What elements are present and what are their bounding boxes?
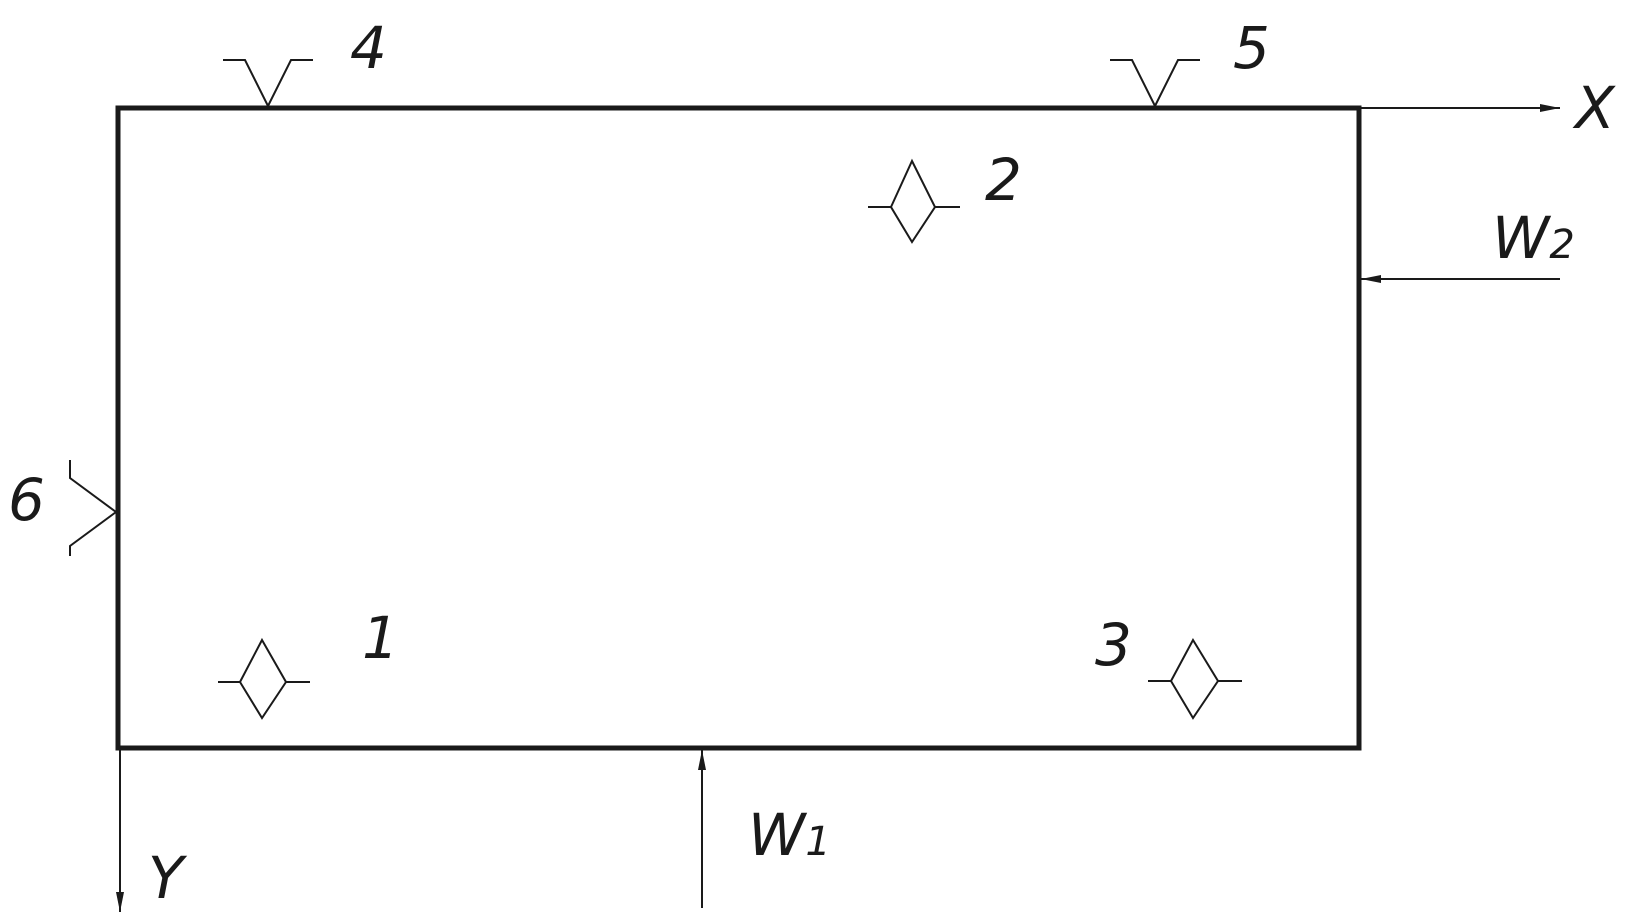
- support-3-symbol: [1148, 637, 1242, 720]
- support-1-symbol: [218, 637, 310, 720]
- support-1-label: 1: [362, 604, 399, 672]
- y-axis-label: Y: [148, 844, 188, 912]
- support-5-label: 5: [1233, 14, 1270, 82]
- support-2-symbol: [868, 158, 960, 244]
- workpiece-rectangle: [115, 105, 1362, 751]
- support-4-symbol: [223, 59, 313, 109]
- force-w1-label: W1: [748, 801, 831, 869]
- support-6-symbol: [69, 460, 118, 556]
- support-3-label: 3: [1095, 611, 1132, 679]
- x-axis-label: X: [1572, 74, 1616, 142]
- support-5-symbol: [1110, 59, 1200, 109]
- support-6-label: 6: [8, 466, 45, 534]
- force-w2-label: W2: [1492, 204, 1575, 272]
- support-4-label: 4: [350, 14, 387, 82]
- support-2-label: 2: [985, 146, 1022, 214]
